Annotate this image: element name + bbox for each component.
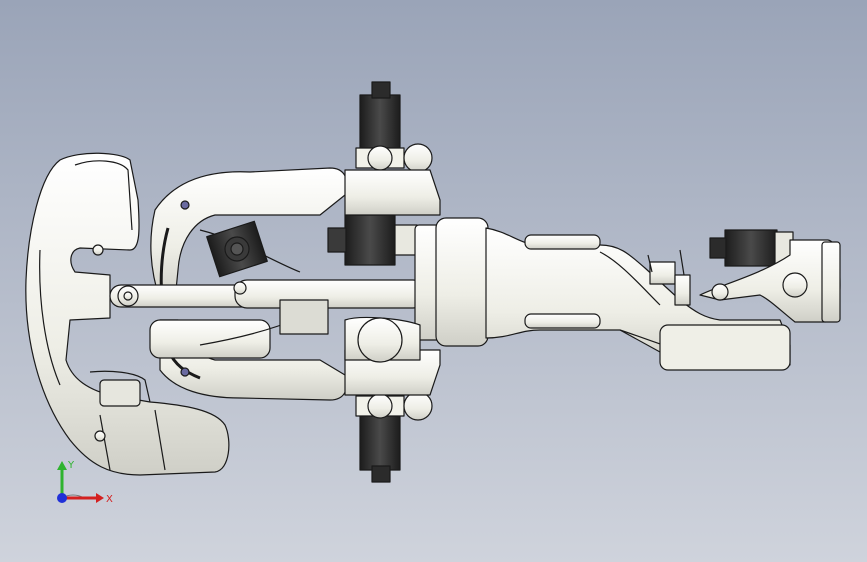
z-axis-dot — [57, 493, 67, 503]
shoulder-motor — [327, 214, 418, 266]
waist-turret — [344, 217, 489, 363]
wrist-assembly — [647, 229, 841, 371]
y-axis-arrowhead — [57, 461, 67, 470]
parallel-link — [109, 229, 426, 359]
side-motor-bottom — [344, 349, 441, 483]
link-motor — [206, 220, 268, 278]
y-axis-label: Y — [67, 460, 75, 471]
side-motor-top — [344, 81, 441, 216]
base-housing — [25, 152, 230, 476]
x-axis-arrowhead — [96, 493, 104, 503]
x-axis-label: X — [106, 494, 113, 505]
axis-triad: X Y — [57, 460, 113, 505]
